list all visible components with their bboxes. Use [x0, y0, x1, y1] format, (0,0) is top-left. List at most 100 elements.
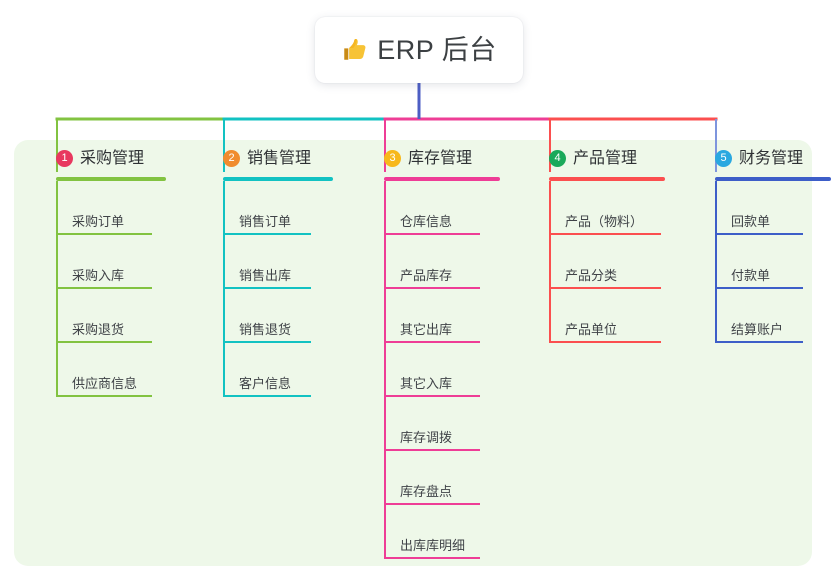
- leaf-list-1: 采购订单采购入库采购退货供应商信息: [36, 181, 166, 397]
- leaf-spine-2: [223, 181, 225, 397]
- column-title-5: 财务管理: [739, 150, 804, 167]
- leaf-item-rule: [549, 287, 661, 289]
- leaf-item-label: 客户信息: [239, 376, 292, 391]
- leaf-item[interactable]: 采购订单: [56, 181, 166, 235]
- leaf-item[interactable]: 客户信息: [223, 343, 333, 397]
- leaf-item[interactable]: 结算账户: [715, 289, 831, 343]
- diagram-panel: [14, 140, 812, 566]
- column-rule-3: [384, 177, 500, 181]
- leaf-item-label: 库存调拨: [400, 430, 453, 445]
- root-node[interactable]: ERP 后台: [315, 17, 523, 83]
- column-badge-1: 1: [56, 149, 73, 167]
- leaf-item-rule: [384, 287, 480, 289]
- leaf-item-label: 出库库明细: [400, 538, 466, 553]
- leaf-item-rule: [223, 287, 311, 289]
- leaf-item-rule: [56, 287, 152, 289]
- root-title: ERP 后台: [377, 34, 497, 65]
- column-5: 5 财务管理回款单付款单结算账户: [695, 146, 831, 343]
- column-3: 3 库存管理仓库信息产品库存其它出库其它入库库存调拨库存盘点出库库明细: [364, 146, 500, 559]
- column-rule-2: [223, 177, 333, 181]
- column-title-3: 库存管理: [408, 150, 473, 167]
- leaf-item-rule: [549, 233, 661, 235]
- leaf-item-label: 其它入库: [400, 376, 453, 391]
- leaf-item-label: 供应商信息: [72, 376, 138, 391]
- leaf-item-rule: [715, 287, 803, 289]
- column-title-2: 销售管理: [247, 150, 312, 167]
- leaf-item-label: 产品库存: [400, 268, 453, 283]
- leaf-item[interactable]: 销售订单: [223, 181, 333, 235]
- leaf-item-rule: [384, 341, 480, 343]
- leaf-item-rule: [715, 341, 803, 343]
- leaf-item-rule: [223, 233, 311, 235]
- leaf-item[interactable]: 采购退货: [56, 289, 166, 343]
- leaf-item-rule: [56, 341, 152, 343]
- leaf-item-label: 销售订单: [239, 214, 292, 229]
- leaf-item-label: 采购订单: [72, 214, 125, 229]
- leaf-item[interactable]: 产品库存: [384, 235, 500, 289]
- leaf-spine-1: [56, 181, 58, 397]
- leaf-item-rule: [549, 341, 661, 343]
- leaf-item-rule: [384, 557, 480, 559]
- leaf-item[interactable]: 仓库信息: [384, 181, 500, 235]
- leaf-item[interactable]: 其它入库: [384, 343, 500, 397]
- column-rule-5: [715, 177, 831, 181]
- column-rule-1: [56, 177, 166, 181]
- leaf-item[interactable]: 产品（物料）: [549, 181, 665, 235]
- column-badge-2: 2: [223, 149, 240, 167]
- leaf-item-rule: [384, 503, 480, 505]
- leaf-item[interactable]: 出库库明细: [384, 505, 500, 559]
- leaf-list-3: 仓库信息产品库存其它出库其它入库库存调拨库存盘点出库库明细: [364, 181, 500, 559]
- leaf-item-label: 结算账户: [731, 322, 784, 337]
- leaf-list-5: 回款单付款单结算账户: [695, 181, 831, 343]
- column-header-2[interactable]: 2 销售管理: [203, 146, 333, 170]
- column-1: 1 采购管理采购订单采购入库采购退货供应商信息: [36, 146, 166, 397]
- leaf-item[interactable]: 库存调拨: [384, 397, 500, 451]
- leaf-item-rule: [384, 395, 480, 397]
- column-header-5[interactable]: 5 财务管理: [695, 146, 831, 170]
- leaf-item[interactable]: 回款单: [715, 181, 831, 235]
- leaf-item-label: 采购入库: [72, 268, 125, 283]
- leaf-spine-3: [384, 181, 386, 559]
- leaf-item-rule: [56, 395, 152, 397]
- leaf-item[interactable]: 采购入库: [56, 235, 166, 289]
- leaf-item-rule: [56, 233, 152, 235]
- leaf-item[interactable]: 付款单: [715, 235, 831, 289]
- root-node-content: ERP 后台: [341, 34, 497, 65]
- leaf-item-label: 其它出库: [400, 322, 453, 337]
- thumbs-up-icon: [344, 39, 366, 60]
- leaf-item-rule: [223, 395, 311, 397]
- leaf-list-4: 产品（物料） 产品分类产品单位: [529, 181, 665, 343]
- leaf-item-label: 仓库信息: [400, 214, 453, 229]
- leaf-item[interactable]: 供应商信息: [56, 343, 166, 397]
- leaf-item-label: 销售退货: [239, 322, 292, 337]
- column-header-1[interactable]: 1 采购管理: [36, 146, 166, 170]
- column-badge-5: 5: [715, 149, 732, 167]
- leaf-item[interactable]: 产品分类: [549, 235, 665, 289]
- leaf-item-rule: [384, 233, 480, 235]
- leaf-item-label: 销售出库: [239, 268, 292, 283]
- leaf-item[interactable]: 销售退货: [223, 289, 333, 343]
- column-title-4: 产品管理: [573, 150, 638, 167]
- column-title-1: 采购管理: [80, 150, 145, 167]
- column-badge-3: 3: [384, 149, 401, 167]
- leaf-spine-5: [715, 181, 717, 343]
- leaf-spine-4: [549, 181, 551, 343]
- leaf-item-label: 库存盘点: [400, 484, 453, 499]
- leaf-item-rule: [715, 233, 803, 235]
- leaf-list-2: 销售订单销售出库销售退货客户信息: [203, 181, 333, 397]
- leaf-item-label: 付款单: [731, 268, 771, 283]
- leaf-item[interactable]: 其它出库: [384, 289, 500, 343]
- leaf-item-label: 回款单: [731, 214, 771, 229]
- leaf-item-rule: [384, 449, 480, 451]
- column-rule-4: [549, 177, 665, 181]
- leaf-item[interactable]: 库存盘点: [384, 451, 500, 505]
- leaf-item[interactable]: 产品单位: [549, 289, 665, 343]
- leaf-item-label: 产品分类: [565, 268, 618, 283]
- leaf-item-rule: [223, 341, 311, 343]
- leaf-item[interactable]: 销售出库: [223, 235, 333, 289]
- leaf-item-label: 产品单位: [565, 322, 618, 337]
- column-header-3[interactable]: 3 库存管理: [364, 146, 500, 170]
